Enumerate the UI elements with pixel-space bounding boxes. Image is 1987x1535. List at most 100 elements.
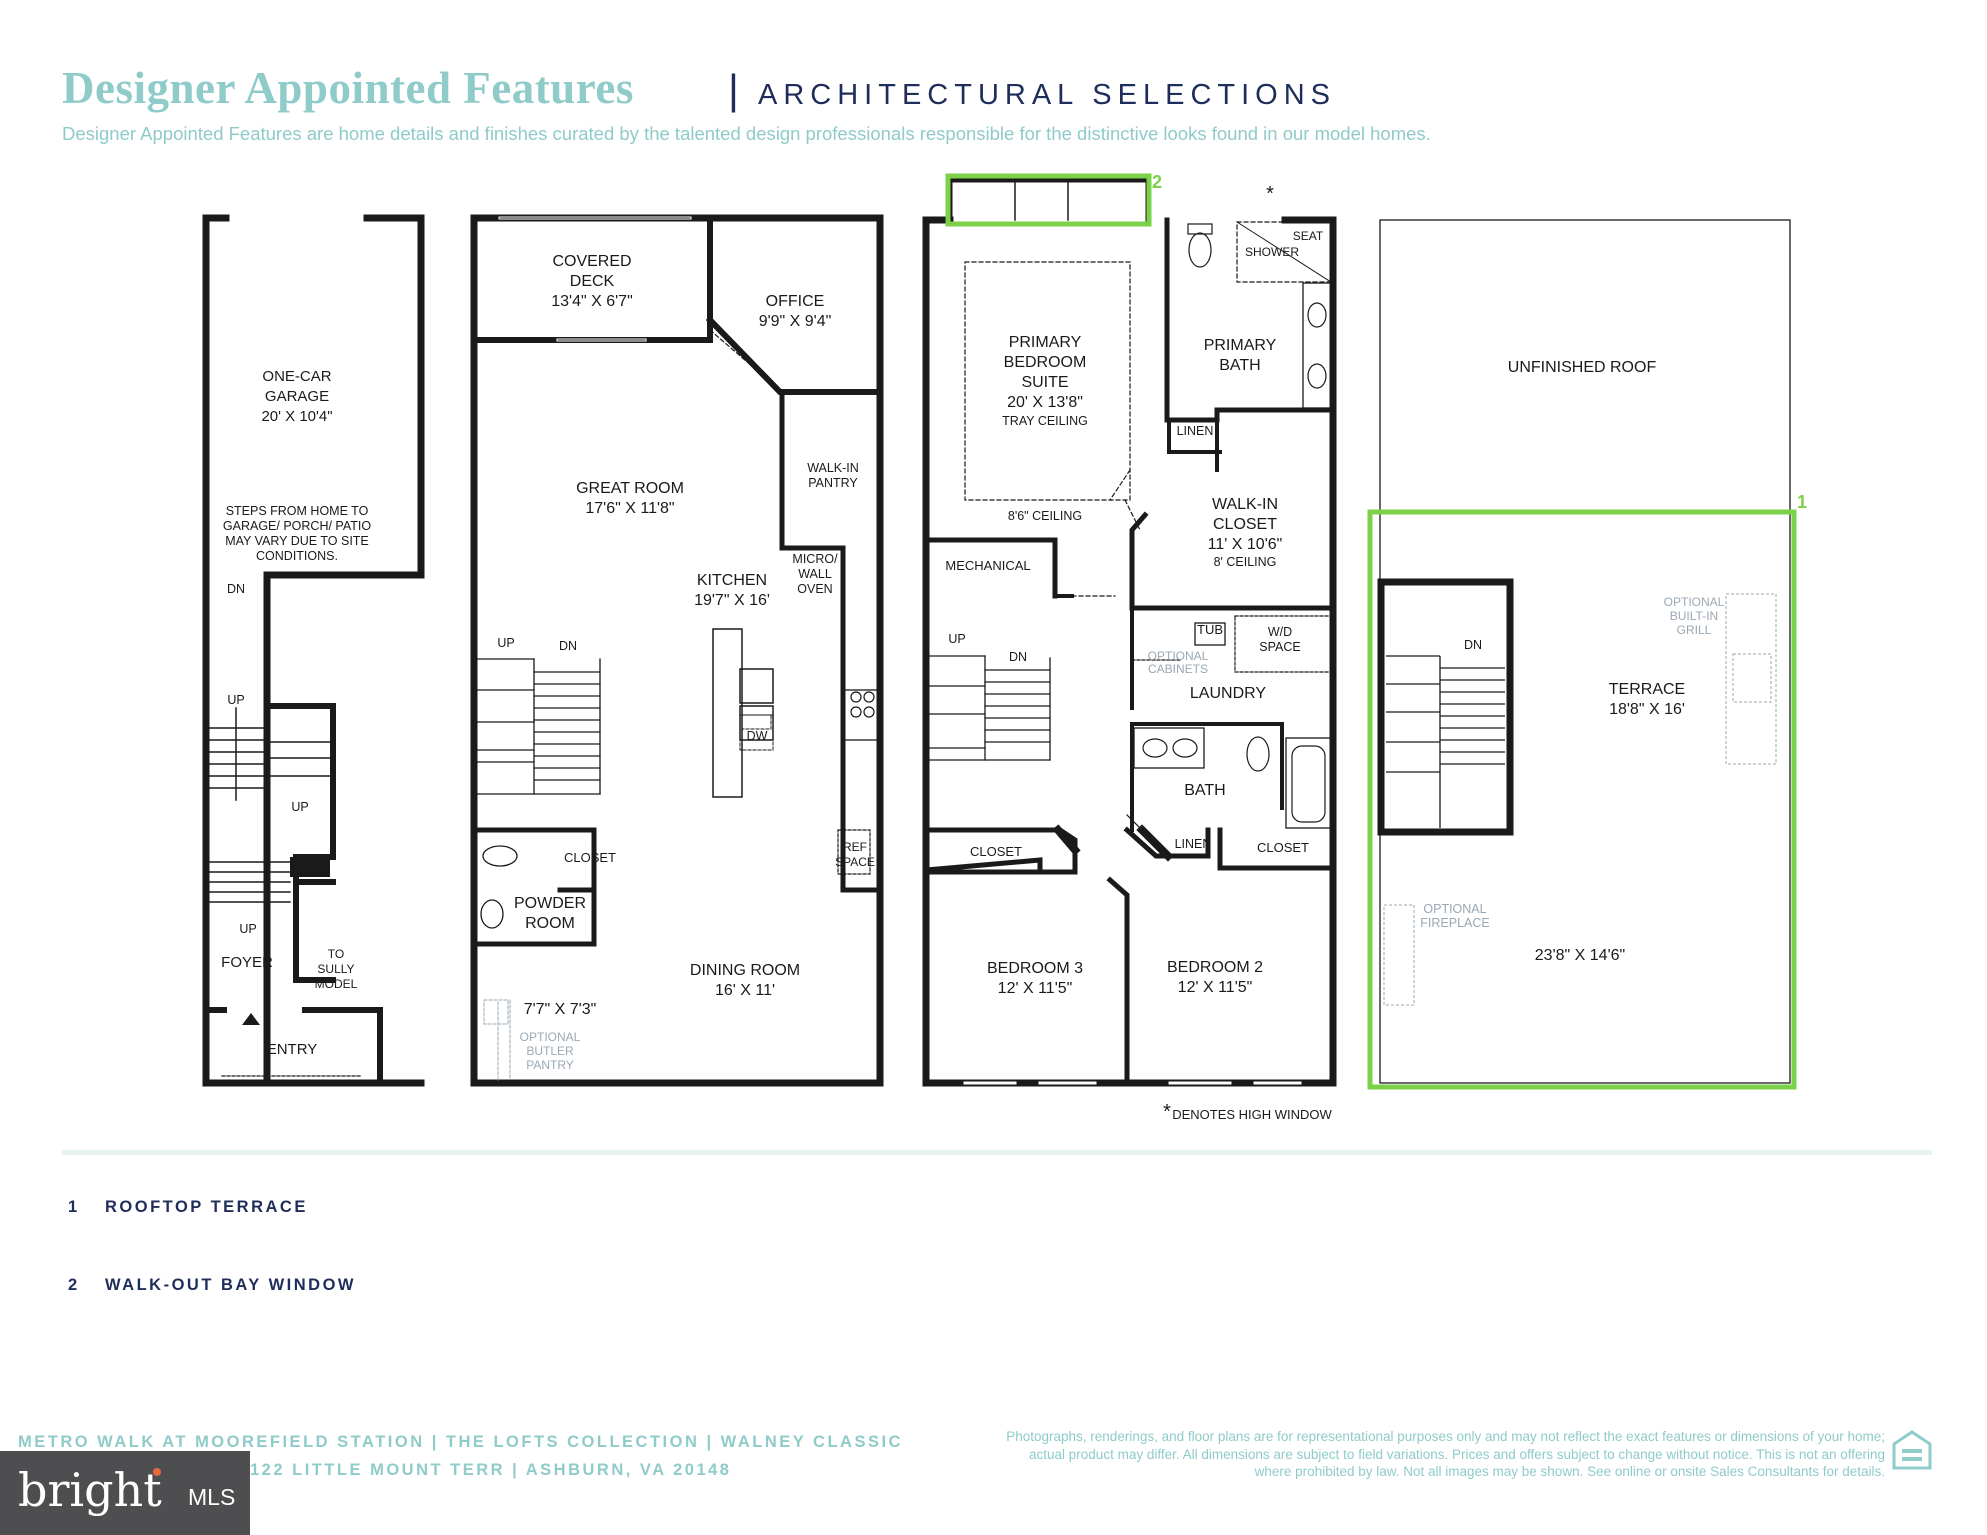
- great-room-label: GREAT ROOM: [576, 480, 684, 497]
- walk-in-closet-2: CLOSET: [1213, 516, 1277, 533]
- linen-label-2: LINEN: [1175, 837, 1212, 851]
- primary-bath-2: BATH: [1219, 357, 1260, 374]
- terrace-dims: 18'8" X 16': [1609, 701, 1685, 718]
- mechanical-label: MECHANICAL: [945, 558, 1030, 573]
- title-separator: |: [728, 66, 739, 113]
- primary-bath-1: PRIMARY: [1204, 337, 1277, 354]
- optional-fireplace-2: FIREPLACE: [1420, 916, 1489, 930]
- ref-space-1: REF: [843, 840, 867, 854]
- powder-room-2: ROOM: [525, 915, 575, 932]
- unfinished-roof-label: UNFINISHED ROOF: [1508, 359, 1657, 376]
- kitchen-label: KITCHEN: [697, 572, 767, 589]
- bedroom2-dims: 12' X 11'5": [1178, 979, 1253, 996]
- wd-space-2: SPACE: [1259, 640, 1300, 654]
- ceiling-height-8: 8' CEILING: [1214, 555, 1277, 569]
- to-sully-3: MODEL: [315, 977, 358, 991]
- covered-deck-dims: 13'4" X 6'7": [551, 293, 633, 310]
- stair-up-label: UP: [948, 632, 965, 646]
- steps-note-2: GARAGE/ PORCH/ PATIO: [223, 519, 371, 533]
- legend-label: WALK-OUT BAY WINDOW: [105, 1276, 356, 1294]
- closet-right-label: CLOSET: [1257, 840, 1309, 855]
- stair-dn-label: DN: [559, 639, 577, 653]
- closet-label: CLOSET: [564, 850, 616, 865]
- stair-dn-label: DN: [1464, 638, 1482, 652]
- footer-community: METRO WALK AT MOOREFIELD STATION | THE L…: [18, 1433, 903, 1451]
- optional-grill-1: OPTIONAL: [1664, 595, 1725, 609]
- to-sully-1: TO: [328, 947, 344, 961]
- steps-note-3: MAY VARY DUE TO SITE: [225, 534, 369, 548]
- stair-up-label-3: UP: [239, 922, 256, 936]
- wd-space-1: W/D: [1268, 625, 1292, 639]
- garage-label-1: ONE-CAR: [262, 368, 331, 385]
- dishwasher-label: DW: [747, 729, 768, 743]
- optional-grill-3: GRILL: [1677, 623, 1712, 637]
- tray-ceiling: TRAY CEILING: [1002, 414, 1088, 428]
- office-dims: 9'9" X 9'4": [759, 313, 832, 330]
- legend-label: ROOFTOP TERRACE: [105, 1198, 308, 1216]
- bedroom3-dims: 12' X 11'5": [998, 980, 1073, 997]
- walk-in-closet-1: WALK-IN: [1212, 496, 1278, 513]
- stair-up-label-2: UP: [291, 800, 308, 814]
- plan-roof-labels: UNFINISHED ROOF OPTIONAL BUILT-IN GRILL …: [1420, 359, 1724, 964]
- powder-room-1: POWDER: [514, 895, 586, 912]
- micro-oven-1: MICRO/: [792, 552, 838, 566]
- ceiling-height-86: 8'6" CEILING: [1008, 509, 1082, 523]
- plan-lower-level: [202, 214, 425, 1087]
- foyer-label: FOYER: [221, 954, 273, 971]
- terrace-lower-dims: 23'8" X 14'6": [1535, 947, 1625, 964]
- optional-cabinets-2: CABINETS: [1148, 662, 1208, 676]
- bedroom2-label: BEDROOM 2: [1167, 959, 1263, 976]
- to-sully-2: SULLY: [317, 962, 354, 976]
- high-window-star-legend: *: [1163, 1101, 1171, 1123]
- optional-cabinets-1: OPTIONAL: [1148, 649, 1209, 663]
- closet-left-label: CLOSET: [970, 844, 1022, 859]
- micro-oven-3: OVEN: [797, 582, 832, 596]
- optional-butler-3: PANTRY: [526, 1058, 574, 1072]
- stair-up-label: UP: [497, 636, 514, 650]
- linen-label: LINEN: [1177, 424, 1214, 438]
- walk-in-pantry-1: WALK-IN: [807, 461, 859, 475]
- plan-lower-labels: ONE-CAR GARAGE 20' X 10'4" STEPS FROM HO…: [221, 368, 371, 1058]
- primary-bedroom-2: BEDROOM: [1004, 354, 1087, 371]
- plan-upper-labels: PRIMARY BEDROOM SUITE 20' X 13'8" TRAY C…: [945, 183, 1332, 1123]
- rooftop-terrace-highlight: [1367, 509, 1797, 1090]
- dining-room-label: DINING ROOM: [690, 962, 800, 979]
- legend-number: 1: [68, 1198, 80, 1216]
- high-window-star: *: [1266, 183, 1274, 205]
- marker-2: 2: [1152, 172, 1162, 192]
- laundry-label: LAUNDRY: [1190, 685, 1267, 702]
- walk-in-pantry-2: PANTRY: [808, 476, 858, 490]
- page-description: Designer Appointed Features are home det…: [62, 123, 1431, 144]
- bedroom3-label: BEDROOM 3: [987, 960, 1083, 977]
- micro-oven-2: WALL: [798, 567, 832, 581]
- kitchen-dims: 19'7" X 16': [694, 592, 770, 609]
- entry-label: ENTRY: [267, 1041, 318, 1058]
- footer-address: 122 LITTLE MOUNT TERR | ASHBURN, VA 2014…: [250, 1461, 732, 1479]
- optional-butler-2: BUTLER: [526, 1044, 574, 1058]
- bath-label: BATH: [1184, 782, 1225, 799]
- optional-butler-1: OPTIONAL: [520, 1030, 581, 1044]
- seat-label: SEAT: [1293, 229, 1324, 243]
- optional-grill-2: BUILT-IN: [1670, 609, 1718, 623]
- covered-deck-2: DECK: [570, 273, 615, 290]
- page-subtitle: ARCHITECTURAL SELECTIONS: [758, 79, 1336, 111]
- stair-dn-label: DN: [1009, 650, 1027, 664]
- office-label: OFFICE: [766, 293, 825, 310]
- equal-housing-icon: [1892, 1430, 1932, 1470]
- marker-1: 1: [1797, 492, 1807, 512]
- plan-main-labels: COVERED DECK 13'4" X 6'7" OFFICE 9'9" X …: [497, 253, 875, 1072]
- primary-bedroom-3: SUITE: [1021, 374, 1068, 391]
- terrace-label: TERRACE: [1609, 681, 1685, 698]
- legend-item: 1 ROOFTOP TERRACE: [68, 1198, 308, 1217]
- page-title: Designer Appointed Features: [62, 63, 634, 113]
- dining-room-dims: 16' X 11': [715, 982, 775, 999]
- great-room-dims: 17'6" X 11'8": [585, 500, 674, 517]
- steps-note-4: CONDITIONS.: [256, 549, 338, 563]
- primary-bedroom-dims: 20' X 13'8": [1007, 394, 1083, 411]
- shower-label: SHOWER: [1245, 245, 1299, 259]
- steps-note-1: STEPS FROM HOME TO: [226, 504, 369, 518]
- walk-in-closet-dims: 11' X 10'6": [1208, 536, 1283, 553]
- mls-logo: [0, 1451, 250, 1535]
